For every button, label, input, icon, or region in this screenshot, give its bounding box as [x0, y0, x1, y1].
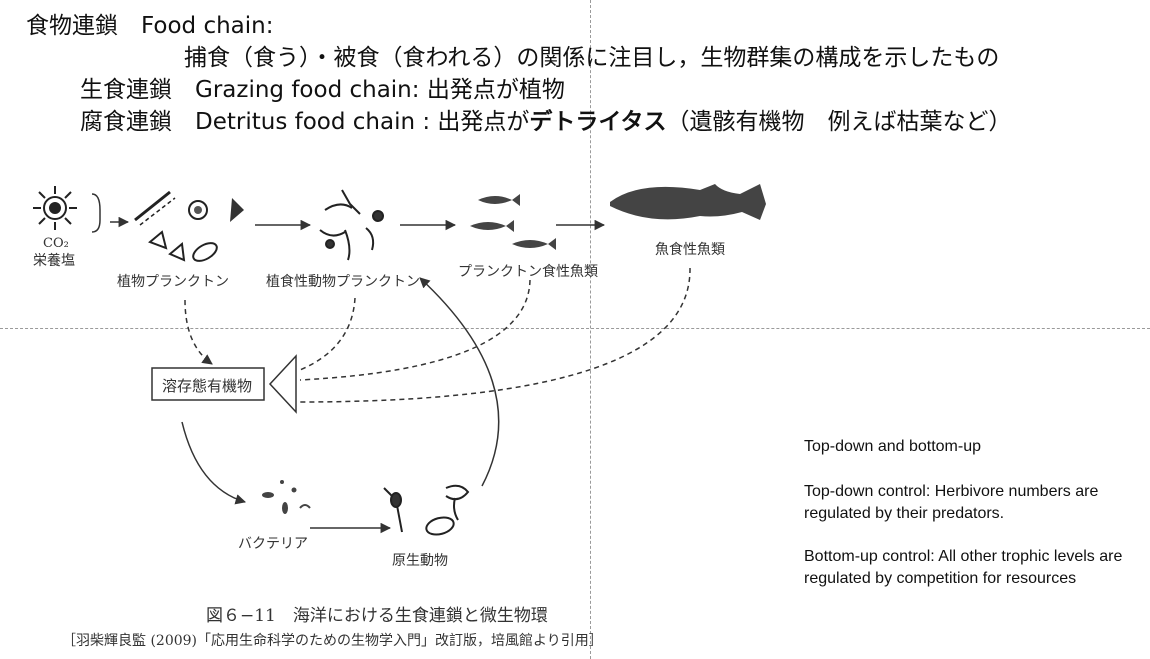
horizontal-guide-line	[0, 328, 1150, 329]
bacteria-icon	[262, 480, 311, 514]
header-line-grazing: 生食連鎖 Grazing food chain: 出発点が植物	[80, 76, 565, 104]
side-note-title: Top-down and bottom-up	[804, 438, 981, 455]
large-fish-icon	[610, 184, 766, 220]
figure-caption: 図６−11 海洋における生食連鎖と微生物環	[206, 606, 548, 626]
header-line-definition: 捕食（食う）・被食（食われる）の関係に注目し，生物群集の構成を示したもの	[184, 45, 1000, 71]
detritus-description: Detritus food chain : 出発点が	[195, 109, 530, 135]
bacteria-label: バクテリア	[238, 536, 308, 552]
grazing-description: Grazing food chain: 出発点が植物	[195, 77, 565, 103]
dom-label: 溶存態有機物	[162, 377, 252, 395]
phytoplankton-icon	[134, 190, 244, 262]
detritus-keyword: デトライタス	[529, 109, 667, 135]
detritus-term: 腐食連鎖	[80, 109, 172, 135]
dashed-arrow-phytoplankton-dom	[184, 299, 213, 365]
detritus-examples: （遺骸有機物 例えば枯葉など）	[666, 109, 1012, 135]
small-fish-icon	[470, 194, 556, 250]
dashed-line-zooplankton-dom	[299, 297, 356, 371]
input-bracket	[91, 193, 101, 233]
dom-box	[151, 367, 265, 401]
food-web-figure: CO₂ 栄養塩 植物プランクトン 植食性動物プランクトン プランクトン食性魚類 …	[33, 184, 766, 569]
piscivorous-fish-label: 魚食性魚類	[655, 241, 725, 258]
side-note-bottom-up: Bottom-up control: All other trophic lev…	[804, 548, 1123, 587]
header-line-food-chain: 食物連鎖 Food chain:	[26, 13, 274, 39]
protozoa-label: 原生動物	[392, 553, 448, 569]
figure-citation: ［羽柴輝良監 (2009)「応用生命科学のための生物学入門」改訂版，培風館より引…	[62, 633, 603, 649]
zooplankton-icon	[319, 189, 384, 261]
dashed-line-planktivorous-dom	[299, 279, 531, 381]
arrow-dom-to-bacteria	[181, 421, 247, 505]
grazing-term: 生食連鎖	[80, 77, 172, 103]
sun-icon	[33, 186, 77, 230]
dom-funnel-icon	[268, 354, 297, 414]
planktivorous-fish-label: プランクトン食性魚類	[458, 263, 598, 280]
dashed-line-piscivorous-dom	[299, 267, 691, 403]
co2-label: CO₂	[43, 236, 69, 251]
header-line-detritus: 腐食連鎖 Detritus food chain : 出発点がデトライタス（遺骸…	[80, 108, 1012, 136]
phytoplankton-label: 植物プランクトン	[117, 274, 229, 290]
nutrients-label: 栄養塩	[33, 252, 75, 269]
arrow-protozoa-to-zooplankton	[419, 277, 500, 487]
side-note-top-down: Top-down control: Herbivore numbers are …	[804, 483, 1099, 522]
protozoa-icon	[383, 484, 470, 536]
zooplankton-label: 植食性動物プランクトン	[266, 273, 420, 290]
vertical-guide-line	[590, 0, 591, 659]
